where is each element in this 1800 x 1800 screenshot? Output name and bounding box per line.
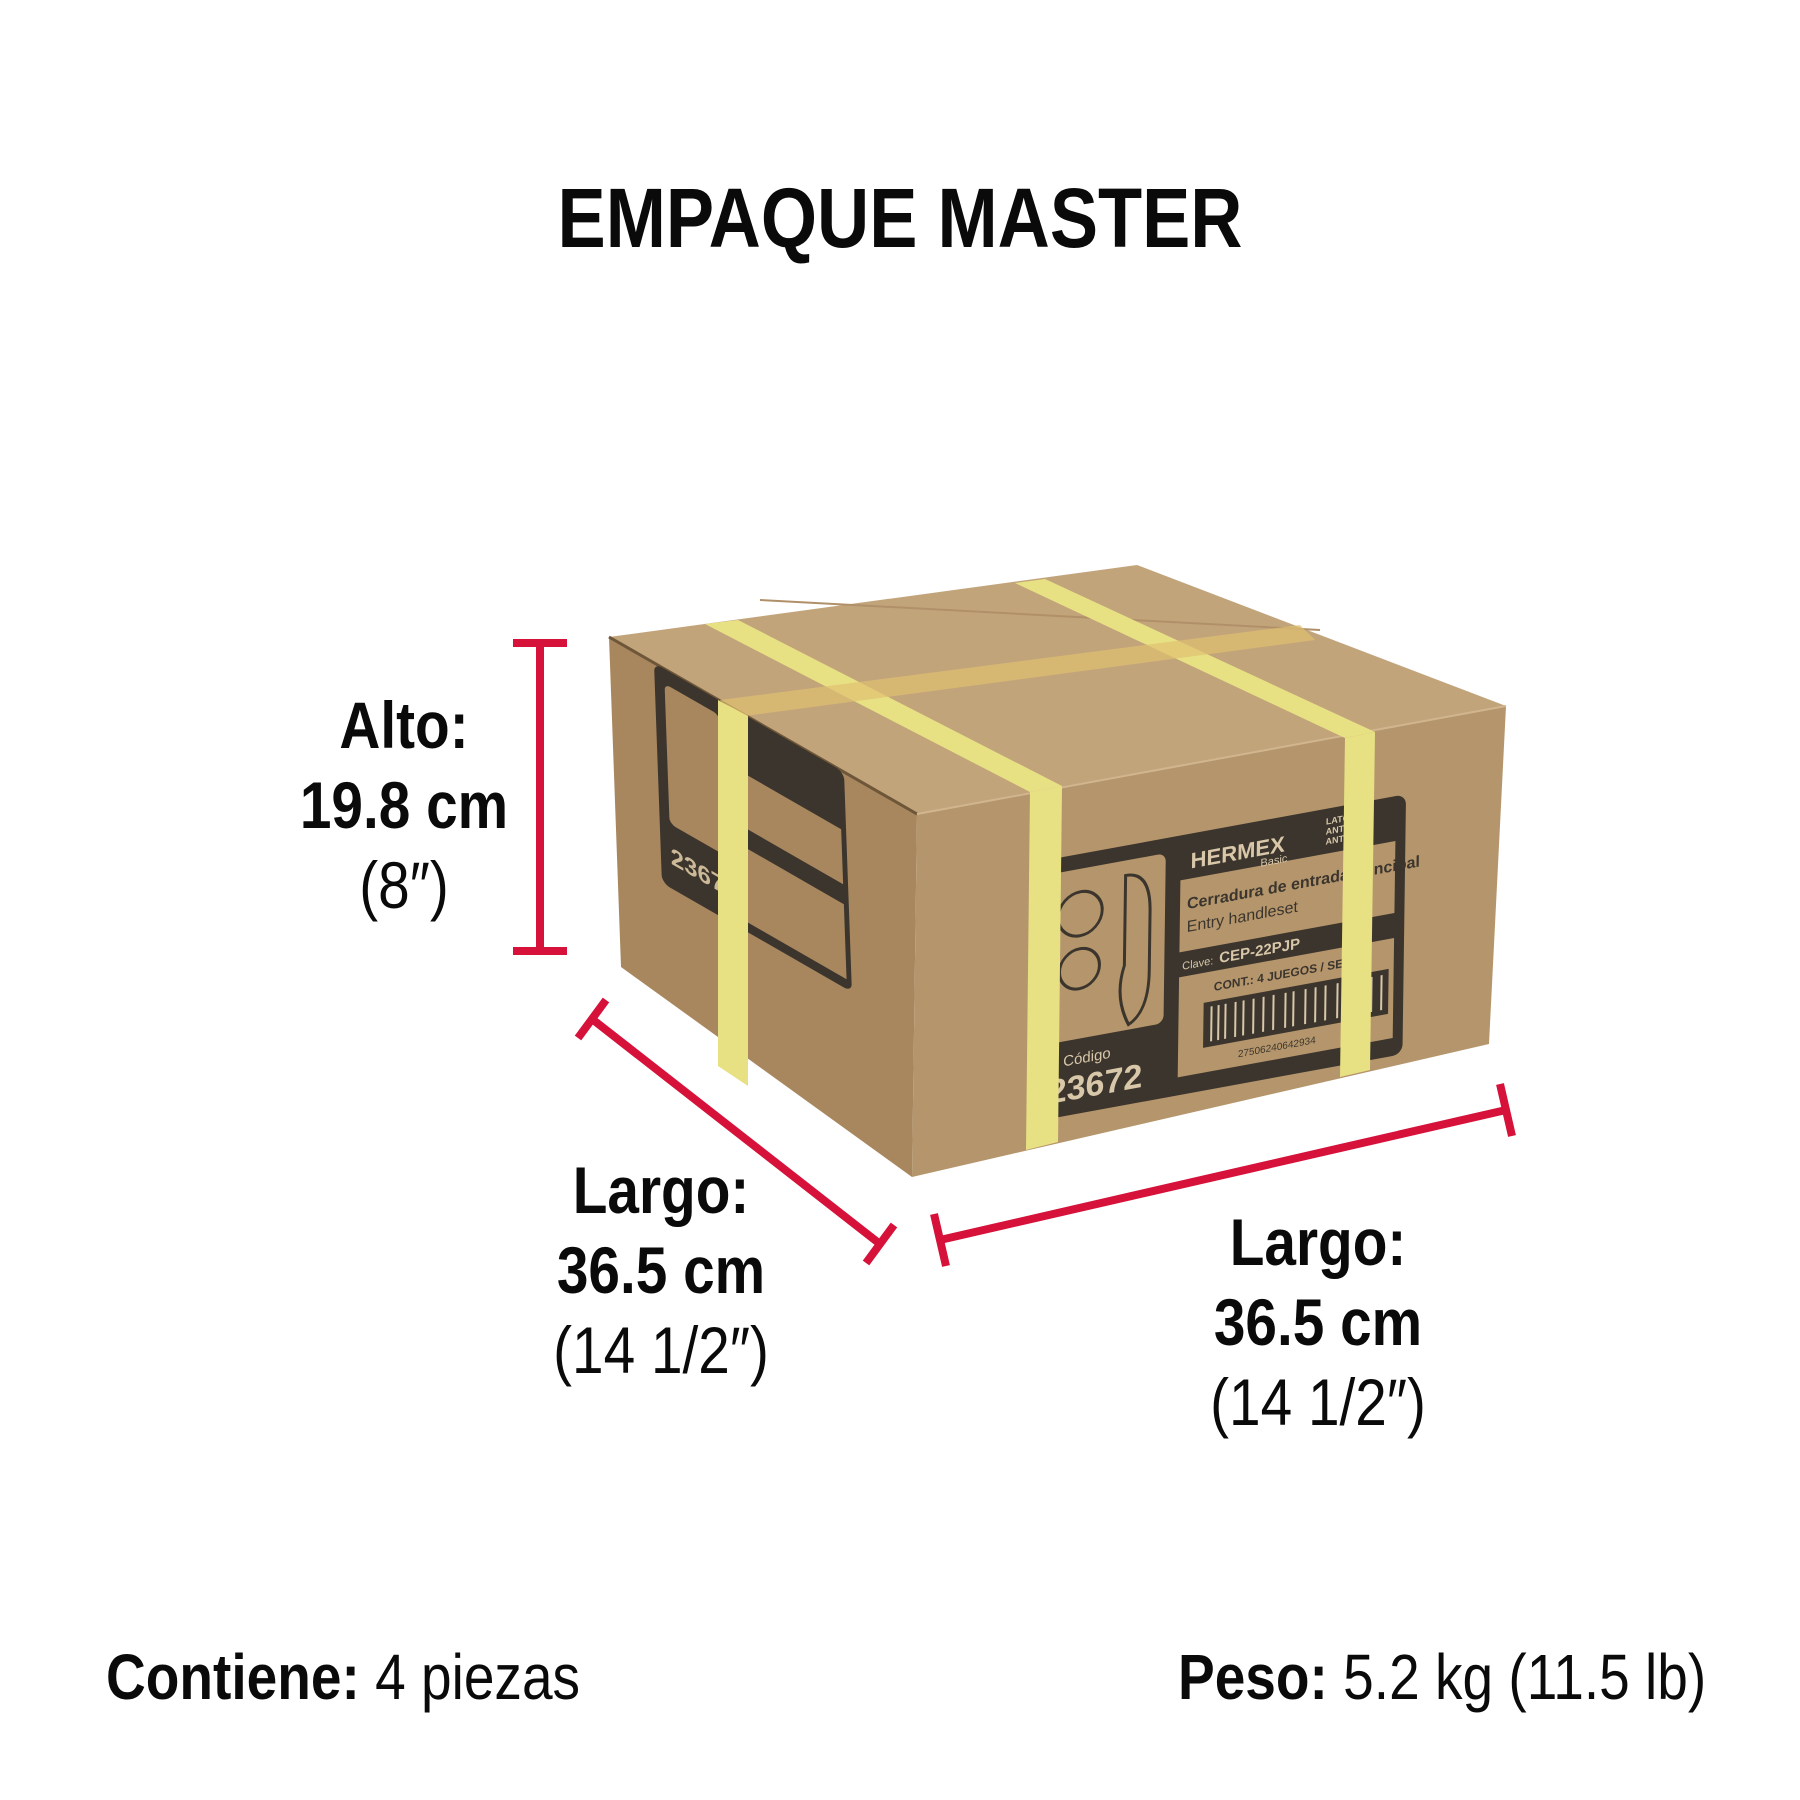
depth-dimension: Largo: 36.5 cm (14 1/2″) [489,1150,833,1390]
barcode [1210,974,1383,1042]
strap [1015,579,1375,738]
strap [1340,732,1375,1077]
depth-label: Largo: [572,1153,750,1227]
dimension-lines [513,639,1516,1267]
height-metric: 19.8 cm [299,768,509,842]
contents-value: 4 piezas [375,1641,581,1713]
strap [718,700,748,1086]
width-line [939,1106,1507,1244]
tape [720,625,1315,718]
strap [1026,786,1062,1150]
weight-value: 5.2 kg (11.5 lb) [1342,1641,1706,1713]
depth-metric: 36.5 cm [556,1233,766,1307]
clave-label: Clave: [1182,955,1213,973]
height-dimension: Alto: 19.8 cm (8″) [232,685,576,925]
width-imperial: (14 1/2″) [1210,1365,1426,1439]
height-imperial: (8″) [359,848,449,922]
page-title: EMPAQUE MASTER [557,171,1243,265]
depth-line [589,1015,883,1248]
width-metric: 36.5 cm [1213,1285,1423,1359]
weight-label: Peso: [1177,1641,1328,1713]
front-label: HERMEX Basic LATÓN ANTIGUO ANTIQUE BRASS… [1032,795,1420,1121]
depth-imperial: (14 1/2″) [553,1313,769,1387]
width-label: Largo: [1229,1205,1407,1279]
contents-info: Contiene: 4 piezas [106,1640,580,1714]
width-dimension: Largo: 36.5 cm (14 1/2″) [1146,1202,1490,1442]
brand-sub: Basic [1260,853,1287,870]
weight-info: Peso: 5.2 kg (11.5 lb) [1178,1640,1706,1714]
height-label: Alto: [339,688,469,762]
strap [705,620,1062,792]
contents-label: Contiene: [106,1641,360,1713]
